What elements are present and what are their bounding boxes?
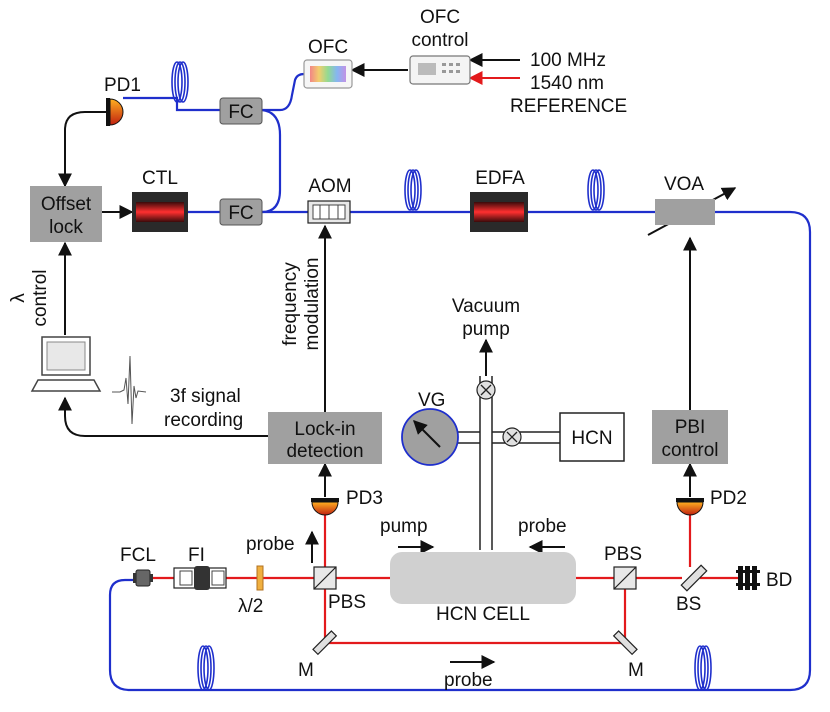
fc-top-label: FC bbox=[228, 102, 253, 123]
pump-label: pump bbox=[380, 516, 428, 537]
computer-icon bbox=[30, 336, 102, 392]
faraday-isolator bbox=[173, 566, 227, 590]
frequency-modulation-label-line2: modulation bbox=[302, 258, 323, 351]
pd3-label: PD3 bbox=[346, 488, 383, 509]
fiber-coil-top bbox=[171, 61, 189, 103]
pbi-control-label-line1: PBI bbox=[675, 417, 706, 438]
mirror-left-label: M bbox=[298, 660, 314, 681]
vacuum-pump-label-line2: pump bbox=[462, 319, 510, 340]
probe-bottom-label: probe bbox=[444, 670, 493, 691]
beam-splitter bbox=[680, 564, 708, 592]
lock-in-box bbox=[268, 412, 382, 464]
edfa-label: EDFA bbox=[475, 168, 525, 189]
voa-label: VOA bbox=[664, 174, 704, 195]
ofc-control-device bbox=[409, 55, 471, 85]
mirror-left bbox=[312, 630, 338, 656]
fiber-paths bbox=[108, 72, 812, 692]
fc-middle-label: FC bbox=[228, 203, 253, 224]
hcn-cell-label: HCN CELL bbox=[436, 604, 530, 625]
frequency-modulation-label-line1: frequency bbox=[280, 262, 301, 346]
vg-label: VG bbox=[418, 390, 445, 411]
ctl-laser bbox=[132, 192, 188, 232]
ctl-label: CTL bbox=[142, 168, 178, 189]
aom-label: AOM bbox=[308, 176, 351, 197]
pbs-right-label: PBS bbox=[604, 544, 642, 565]
pbi-control-label-line2: control bbox=[661, 440, 718, 461]
lock-in-label-line1: Lock-in bbox=[294, 419, 355, 440]
hcn-reservoir bbox=[559, 412, 625, 462]
lock-in-label-line2: detection bbox=[286, 441, 363, 462]
aom-modulator bbox=[307, 200, 351, 224]
lambda-control-label: control bbox=[30, 269, 51, 326]
hcn-cell bbox=[390, 552, 576, 604]
pbs-left-label: PBS bbox=[328, 592, 366, 613]
pd3-detector bbox=[311, 498, 339, 516]
pd1-detector bbox=[106, 98, 124, 126]
reference-word: REFERENCE bbox=[510, 96, 627, 117]
3f-signal-label-line2: recording bbox=[164, 410, 243, 431]
pbs-right bbox=[613, 566, 637, 590]
fi-label: FI bbox=[188, 545, 205, 566]
pd2-detector bbox=[676, 498, 704, 516]
reference-frequency: 100 MHz bbox=[530, 50, 606, 71]
offset-lock-label-line1: Offset bbox=[41, 194, 92, 215]
pbs-left bbox=[313, 566, 337, 590]
fiber-coil-bottom-left bbox=[197, 645, 215, 691]
pd1-label: PD1 bbox=[104, 75, 141, 96]
mirror-right-label: M bbox=[628, 660, 644, 681]
fcl-collimator bbox=[133, 569, 153, 587]
fc-middle-coupler bbox=[219, 198, 263, 226]
vacuum-valve-side bbox=[502, 427, 522, 447]
fiber-coil-bottom-right bbox=[694, 645, 712, 691]
beam-dump bbox=[736, 566, 760, 590]
fc-top-coupler bbox=[219, 97, 263, 125]
voa-attenuator bbox=[655, 199, 715, 225]
offset-lock-label-line2: lock bbox=[49, 217, 83, 238]
fiber-coils bbox=[171, 61, 712, 691]
bd-label: BD bbox=[766, 570, 792, 591]
edfa-amplifier bbox=[470, 192, 528, 232]
pbi-control-box bbox=[652, 410, 728, 464]
3f-signal-label-line1: 3f signal bbox=[170, 386, 241, 407]
ofc-label: OFC bbox=[308, 37, 348, 58]
fcl-label: FCL bbox=[120, 545, 156, 566]
signal-lines bbox=[58, 53, 737, 669]
3f-signal-waveform bbox=[112, 355, 147, 425]
offset-lock-box bbox=[30, 186, 102, 242]
vacuum-gauge bbox=[401, 408, 459, 466]
ofc-device bbox=[303, 59, 353, 89]
fiber-coil-edfa-voa bbox=[587, 169, 605, 211]
mirror-right bbox=[612, 630, 638, 656]
vacuum-pump-label-line1: Vacuum bbox=[452, 296, 520, 317]
fiber-coil-aom-edfa bbox=[404, 169, 422, 211]
half-wave-plate bbox=[256, 565, 264, 591]
reference-wavelength: 1540 nm bbox=[530, 73, 604, 94]
probe-counter-label: probe bbox=[518, 516, 567, 537]
bs-label: BS bbox=[676, 594, 701, 615]
ofc-control-label-line1: OFC bbox=[420, 7, 460, 28]
vacuum-valve-top bbox=[476, 380, 496, 400]
probe-up-label: probe bbox=[246, 534, 295, 555]
hcn-label: HCN bbox=[571, 428, 612, 449]
half-wave-label: λ/2 bbox=[238, 596, 263, 617]
pd2-label: PD2 bbox=[710, 488, 747, 509]
lambda-symbol: λ bbox=[8, 293, 29, 303]
ofc-control-label-line2: control bbox=[411, 30, 468, 51]
